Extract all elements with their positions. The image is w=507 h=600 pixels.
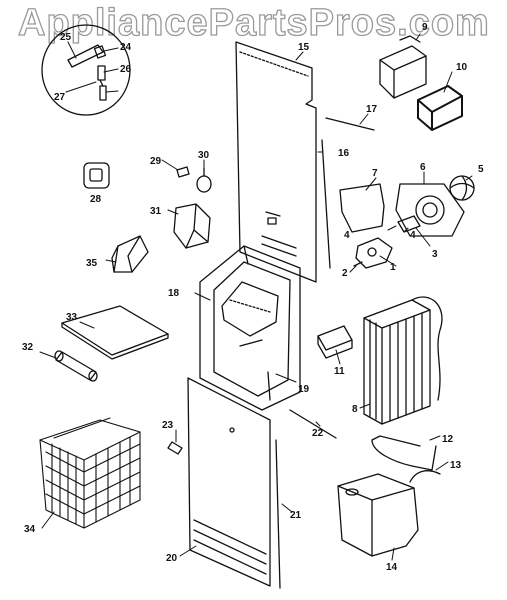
label-part-3: 3: [432, 249, 438, 260]
part-30-bulb: [196, 167, 212, 193]
label-part-18: 18: [168, 288, 180, 299]
label-part-34: 34: [24, 524, 36, 535]
label-part-1: 1: [390, 262, 396, 273]
label-part-20: 20: [166, 553, 178, 564]
part-17-strip: [325, 117, 375, 131]
part-2-screw: [353, 261, 363, 267]
part-8-evaporator: [363, 296, 443, 425]
part-20-lower-panel: [187, 377, 271, 587]
part-34-basket: [39, 417, 141, 529]
label-part-5: 5: [478, 164, 484, 175]
part-33-plate: [61, 305, 169, 360]
part-31-housing: [173, 203, 211, 249]
label-part-15: 15: [298, 42, 310, 53]
part-16-strip: [321, 139, 331, 269]
label-part-11: 11: [334, 366, 345, 377]
part-11-block: [317, 325, 353, 359]
label-part-10: 10: [456, 62, 468, 73]
part-9-bracket: [379, 35, 427, 99]
label-part-26: 26: [120, 64, 132, 75]
label-part-21: 21: [290, 510, 302, 521]
inset-detail-circle: [41, 24, 131, 116]
label-part-17: 17: [366, 104, 378, 115]
label-part-30: 30: [198, 150, 210, 161]
part-1-motor-bracket: [355, 237, 393, 269]
label-part-9: 9: [422, 22, 428, 33]
label-part-27: 27: [54, 92, 66, 103]
part-15-rear-panel: [235, 41, 317, 283]
part-labels: 1 2 3 4 4 5 6 7 8 9 10 11 12 13 14 15 16…: [22, 22, 484, 573]
label-part-12: 12: [442, 434, 454, 445]
label-part-32: 32: [22, 342, 34, 353]
part-32-rod: [54, 350, 98, 382]
label-part-22: 22: [312, 428, 324, 439]
label-part-6: 6: [420, 162, 426, 173]
label-part-4-right: 4: [410, 230, 416, 241]
label-part-8: 8: [352, 404, 358, 415]
label-part-14: 14: [386, 562, 398, 573]
part-35-chute: [111, 235, 149, 273]
part-18-center-housing: [199, 245, 301, 411]
leader-lines: [39, 33, 473, 561]
part-14-drain-tray: [337, 473, 419, 557]
label-part-33: 33: [66, 312, 78, 323]
label-part-29: 29: [150, 156, 162, 167]
part-10-wire-frame: [417, 85, 463, 131]
part-22-strip: [289, 409, 337, 439]
label-part-13: 13: [450, 460, 462, 471]
label-part-24: 24: [120, 42, 132, 53]
label-part-19: 19: [298, 384, 310, 395]
label-part-35: 35: [86, 258, 98, 269]
label-part-16: 16: [338, 148, 350, 159]
part-28-knob: [83, 162, 110, 189]
label-part-2: 2: [342, 268, 348, 279]
label-part-7: 7: [372, 168, 378, 179]
label-part-25: 25: [60, 32, 72, 43]
part-5-fan-blade: [449, 175, 475, 201]
part-3-clip: [397, 215, 421, 233]
part-12-heater-loop: [371, 435, 437, 471]
label-part-31: 31: [150, 206, 162, 217]
part-13-wire: [409, 470, 441, 483]
part-6-fan-shroud: [395, 183, 465, 237]
label-part-28: 28: [90, 194, 102, 205]
part-21-strip: [275, 439, 281, 589]
part-29-socket: [176, 166, 190, 178]
watermark-logo: AppliancePartsPros.com: [17, 1, 490, 44]
label-part-23: 23: [162, 420, 174, 431]
part-7-gasket: [339, 183, 385, 233]
label-part-4-left: 4: [344, 230, 350, 241]
part-19-trim: [267, 371, 271, 401]
part-23-screw: [167, 441, 183, 455]
